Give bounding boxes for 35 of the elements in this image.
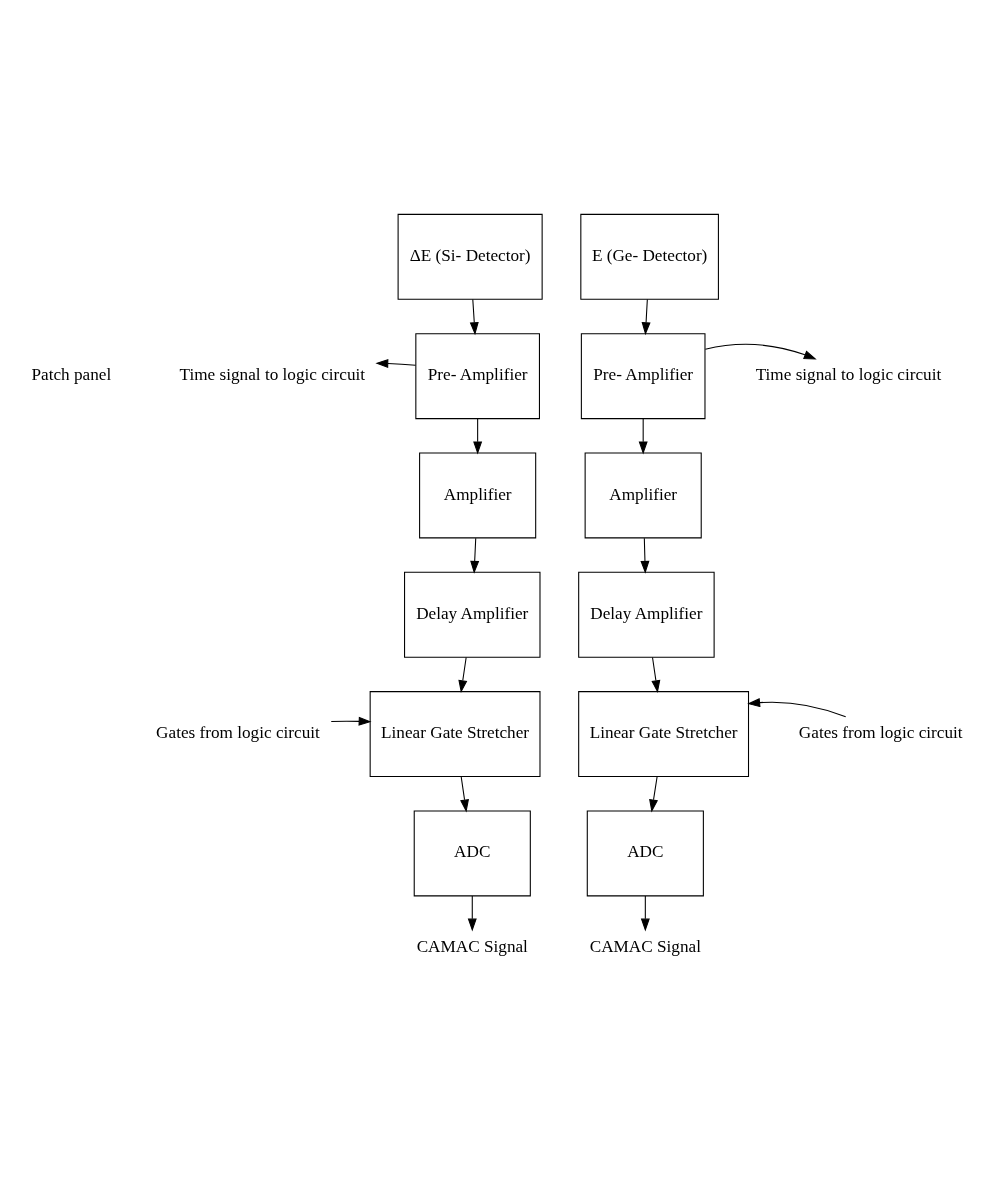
node-box: E (Ge- Detector)	[579, 213, 719, 300]
arrow	[330, 716, 372, 726]
arrow	[746, 698, 846, 718]
node-box: Pre- Amplifier	[580, 333, 705, 420]
arrow	[639, 537, 649, 574]
arrow	[467, 895, 477, 932]
node-box: ΔE (Si- Detector)	[397, 213, 543, 300]
arrow	[648, 776, 658, 813]
node-box: Linear Gate Stretcher	[369, 691, 541, 778]
node-box: Delay Amplifier	[403, 571, 541, 658]
node-text: Time signal to logic circuit	[179, 365, 365, 385]
node-text: Gates from logic circuit	[155, 723, 320, 743]
node-box: Delay Amplifier	[577, 571, 715, 658]
arrow	[374, 358, 416, 368]
node-box: Pre- Amplifier	[414, 333, 540, 420]
node-box: Amplifier	[418, 452, 536, 539]
node-box: ADC	[586, 810, 704, 897]
node-text: CAMAC Signal	[589, 936, 701, 956]
label: Patch panel	[30, 365, 111, 385]
arrow	[469, 537, 479, 574]
node-text: Gates from logic circuit	[798, 723, 963, 743]
node-box: ADC	[413, 810, 531, 897]
arrow	[641, 299, 651, 336]
arrow	[650, 656, 660, 694]
node-text: Time signal to logic circuit	[755, 365, 941, 385]
node-box: Amplifier	[584, 452, 702, 539]
arrow	[472, 418, 482, 455]
arrow	[459, 776, 469, 813]
arrow	[640, 895, 650, 932]
arrow	[469, 299, 479, 336]
arrow	[457, 656, 467, 694]
node-box: Linear Gate Stretcher	[577, 691, 749, 778]
arrow	[638, 418, 648, 455]
node-text: CAMAC Signal	[416, 936, 528, 956]
arrow	[704, 343, 817, 360]
